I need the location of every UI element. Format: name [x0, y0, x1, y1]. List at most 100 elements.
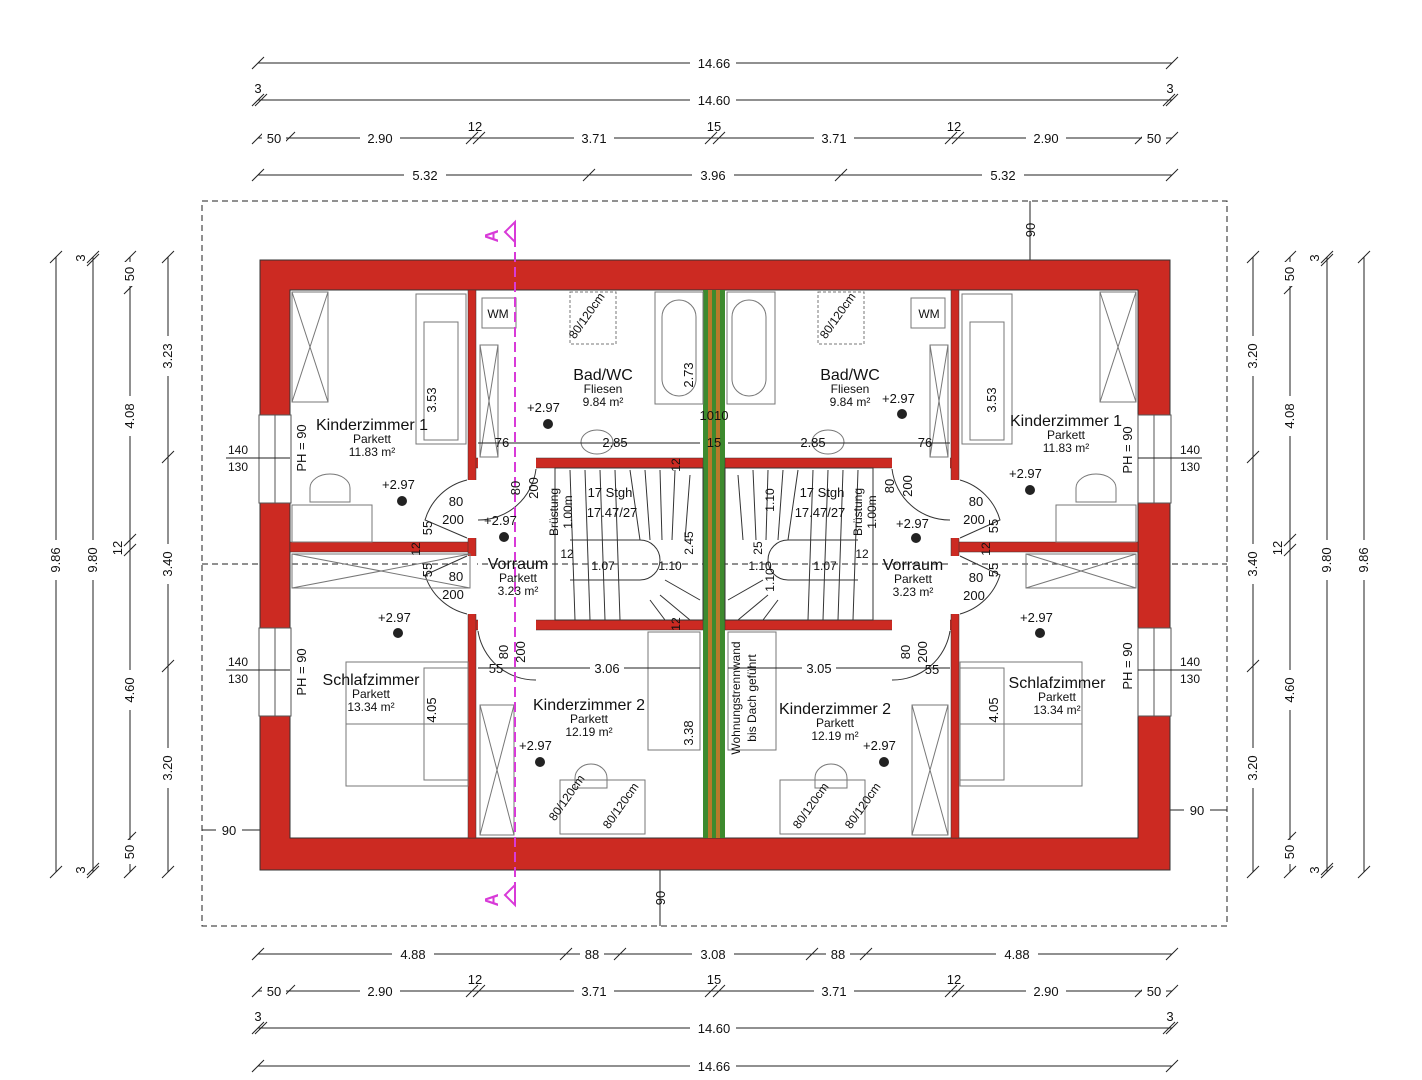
door-200-h: 200: [915, 641, 930, 663]
door-200-d: 200: [513, 641, 528, 663]
window-w1-schlaf-right: 140: [1180, 655, 1200, 669]
room-level-kinder1-right: +2.97: [1009, 466, 1042, 481]
bruestung-h-left: 1.00m: [561, 495, 575, 528]
room-name-schlaf-right: Schlafzimmer: [1009, 675, 1107, 692]
right-dim-986: 9.86: [1356, 547, 1371, 572]
room-level-bad-right: +2.97: [882, 391, 915, 406]
room-level-vorraum-left: +2.97: [484, 513, 517, 528]
top-dim-12-left: 12: [468, 119, 482, 134]
bottom-dim-50-left: 50: [267, 984, 281, 999]
top-dim-290-left: 2.90: [367, 131, 392, 146]
door-200-c: 200: [526, 477, 541, 499]
top-dim-371-right: 3.71: [821, 131, 846, 146]
party-wall: [703, 290, 725, 838]
top-dim-left-3: 3: [254, 81, 261, 96]
door-200-b: 200: [442, 587, 464, 602]
top-dim-371-left: 3.71: [581, 131, 606, 146]
room-area-vorraum-right: 3.23 m²: [893, 585, 934, 599]
window-w1-schlaf-left: 140: [228, 655, 248, 669]
top-dim-overall: 14.66: [698, 56, 731, 71]
room-area-kinder1-left: 11.83 m²: [349, 445, 395, 459]
roof-overhang-outline: [201, 200, 1228, 927]
overhang-dims: 90 90 90 90: [202, 201, 1227, 926]
door-55-b: 55: [420, 563, 435, 577]
dff-kinder2-right-b: 80/120cm: [842, 780, 884, 831]
dff-bad-right: 80/120cm: [817, 290, 859, 341]
section-line-a: A A: [482, 219, 516, 908]
left-dim-408: 4.08: [122, 403, 137, 428]
dim-15-mid: 15: [707, 435, 721, 450]
dim-405-right: 4.05: [986, 697, 1001, 722]
room-level-kinder2-left: +2.97: [519, 738, 552, 753]
room-floor-schlaf-left: Parkett: [352, 687, 391, 701]
stair-110-right: 1.10: [748, 559, 772, 573]
bottom-dim-308: 3.08: [700, 947, 725, 962]
left-dim-986: 9.86: [48, 547, 63, 572]
door-200-a: 200: [442, 512, 464, 527]
room-floor-kinder2-left: Parkett: [570, 712, 609, 726]
room-name-vorraum-left: Vorraum: [488, 556, 548, 573]
room-area-kinder2-left: 12.19 m²: [565, 725, 612, 739]
room-level-kinder1-left: +2.97: [382, 477, 415, 492]
bottom-dim-371-right: 3.71: [821, 984, 846, 999]
bottom-dim-15: 15: [707, 972, 721, 987]
room-floor-vorraum-right: Parkett: [894, 572, 933, 586]
door-55-f: 55: [986, 563, 1001, 577]
door-swings: [424, 468, 1001, 681]
overhang-top: 90: [1023, 223, 1038, 237]
left-dim-3-top: 3: [73, 254, 88, 261]
bottom-dim-88-left: 88: [585, 947, 599, 962]
level-markers: [393, 409, 1045, 767]
room-area-schlaf-right: 13.34 m²: [1033, 703, 1080, 717]
door-80-a: 80: [449, 494, 463, 509]
wm-label-right: WM: [918, 307, 939, 321]
wall-12-left: 12: [409, 542, 423, 556]
stair-110-vert: 1.10: [763, 488, 777, 512]
bottom-dim-12-left: 12: [468, 972, 482, 987]
room-level-schlaf-right: +2.97: [1020, 610, 1053, 625]
left-dim-323: 3.23: [160, 343, 175, 368]
room-area-kinder1-right: 11.83 m²: [1043, 441, 1089, 455]
top-dim-12-right: 12: [947, 119, 961, 134]
wall-12-right: 12: [979, 542, 993, 556]
top-dim-290-right: 2.90: [1033, 131, 1058, 146]
door-200-e: 200: [963, 512, 985, 527]
bottom-dim-88-right: 88: [831, 947, 845, 962]
bottom-dim-overall: 14.66: [698, 1059, 731, 1074]
left-dim-3-bottom: 3: [73, 866, 88, 873]
room-floor-bad-left: Fliesen: [584, 382, 623, 396]
dim-306: 3.06: [594, 661, 619, 676]
door-80-e: 80: [969, 494, 983, 509]
right-dim-50-bottom: 50: [1282, 845, 1297, 859]
dff-kinder2-right-a: 80/120cm: [790, 780, 832, 831]
left-dim-50-top: 50: [122, 267, 137, 281]
top-dim-532-right: 5.32: [990, 168, 1015, 183]
dim-338: 3.38: [681, 720, 696, 745]
bruestung-right: Brüstung: [851, 488, 865, 536]
top-dim-15: 15: [707, 119, 721, 134]
room-name-bad-right: Bad/WC: [820, 367, 880, 384]
overhang-bottom: 90: [653, 891, 668, 905]
window-w1-kinder1-right: 140: [1180, 443, 1200, 457]
room-labels: Kinderzimmer 1 Parkett 11.83 m² +2.97 Ba…: [316, 367, 1122, 753]
stair-110-vert-2: 1.10: [763, 568, 777, 592]
bottom-dimension-chains: 4.88 88 3.08 88 4.88 50 2.90 12 3.71 15 …: [251, 946, 1179, 1074]
section-marker-bottom: A: [482, 894, 502, 907]
door-55-h: 55: [925, 662, 939, 677]
top-dim-532-left: 5.32: [412, 168, 437, 183]
bottom-dim-371-left: 3.71: [581, 984, 606, 999]
room-level-kinder2-right: +2.97: [863, 738, 896, 753]
overhang-left: 90: [222, 823, 236, 838]
dim-405-left: 4.05: [424, 697, 439, 722]
left-dim-340: 3.40: [160, 551, 175, 576]
right-dim-320-top: 3.20: [1245, 343, 1260, 368]
room-area-schlaf-left: 13.34 m²: [347, 700, 394, 714]
dim-76-left: 76: [495, 435, 509, 450]
bottom-dim-right-3: 3: [1166, 1009, 1173, 1024]
right-dim-460: 4.60: [1282, 677, 1297, 702]
right-dim-408: 4.08: [1282, 403, 1297, 428]
stair-110-left: 1.10: [658, 559, 682, 573]
room-name-bad-left: Bad/WC: [573, 367, 633, 384]
left-dim-320: 3.20: [160, 755, 175, 780]
